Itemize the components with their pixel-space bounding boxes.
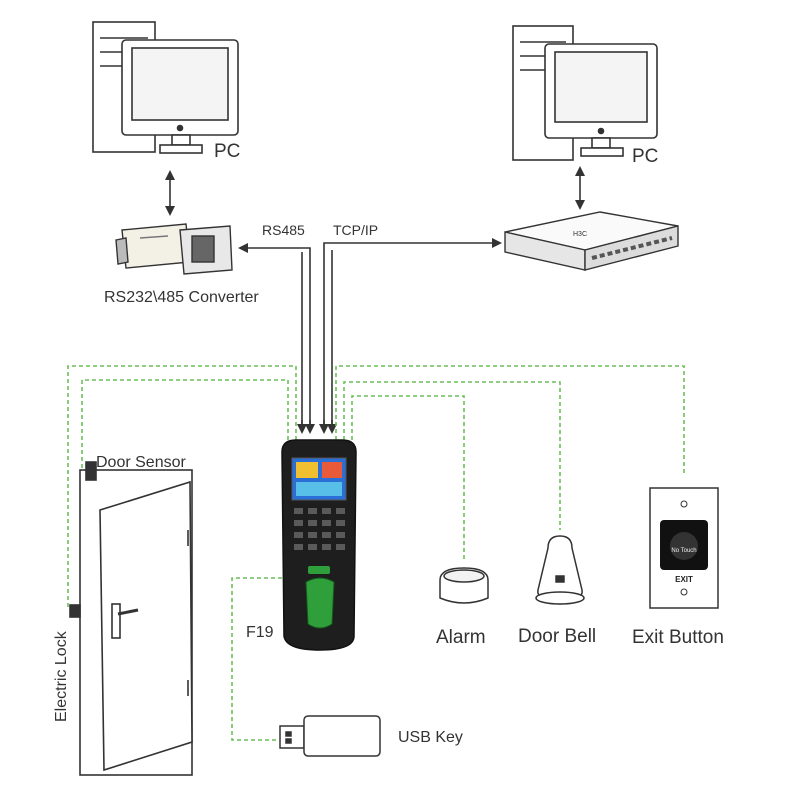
rs485-label: RS485 <box>262 222 305 238</box>
exit-marking-text: EXIT <box>675 575 693 584</box>
f19-device <box>281 439 357 651</box>
fingerprint-led <box>308 566 330 574</box>
alarm <box>439 567 489 604</box>
pc-left <box>92 21 239 154</box>
exit-plate-text: No Touch <box>671 548 696 554</box>
usb-key-label: USB Key <box>398 729 463 746</box>
exit-button-label: Exit Button <box>632 627 724 648</box>
alarm-label: Alarm <box>436 627 486 648</box>
door-leaf <box>99 480 193 772</box>
door-sensor-label: Door Sensor <box>96 454 186 471</box>
door <box>69 461 193 776</box>
device-keypad <box>294 508 345 550</box>
exit-button <box>649 487 719 609</box>
tcpip-line <box>297 238 502 434</box>
wire-door-sensor <box>81 379 289 468</box>
wire-door-bell <box>343 381 561 530</box>
wire-exit-button <box>335 365 685 474</box>
pc-right-label: PC <box>632 146 659 167</box>
pc-right <box>512 25 658 161</box>
switch-brand-text: H3C <box>573 231 587 238</box>
pc-left-label: PC <box>214 141 241 162</box>
rs232-485-converter <box>115 223 233 275</box>
wire-electric-lock <box>67 365 297 610</box>
tcpip-label: TCP/IP <box>333 222 379 238</box>
fingerprint-sensor <box>305 577 335 629</box>
electric-lock-block <box>69 604 81 618</box>
wire-usb-key <box>231 577 296 741</box>
wire-alarm <box>351 395 465 560</box>
rs485-line <box>238 243 311 432</box>
electric-lock-label: Electric Lock <box>53 631 70 722</box>
network-switch <box>504 211 679 271</box>
door-bell-label: Door Bell <box>518 626 597 647</box>
usb-key <box>279 715 381 757</box>
door-bell <box>535 535 585 605</box>
door-sensor-block <box>85 461 97 481</box>
dashed-wiring <box>67 365 685 741</box>
device-label: F19 <box>246 624 274 641</box>
converter-label: RS232\485 Converter <box>104 289 259 306</box>
